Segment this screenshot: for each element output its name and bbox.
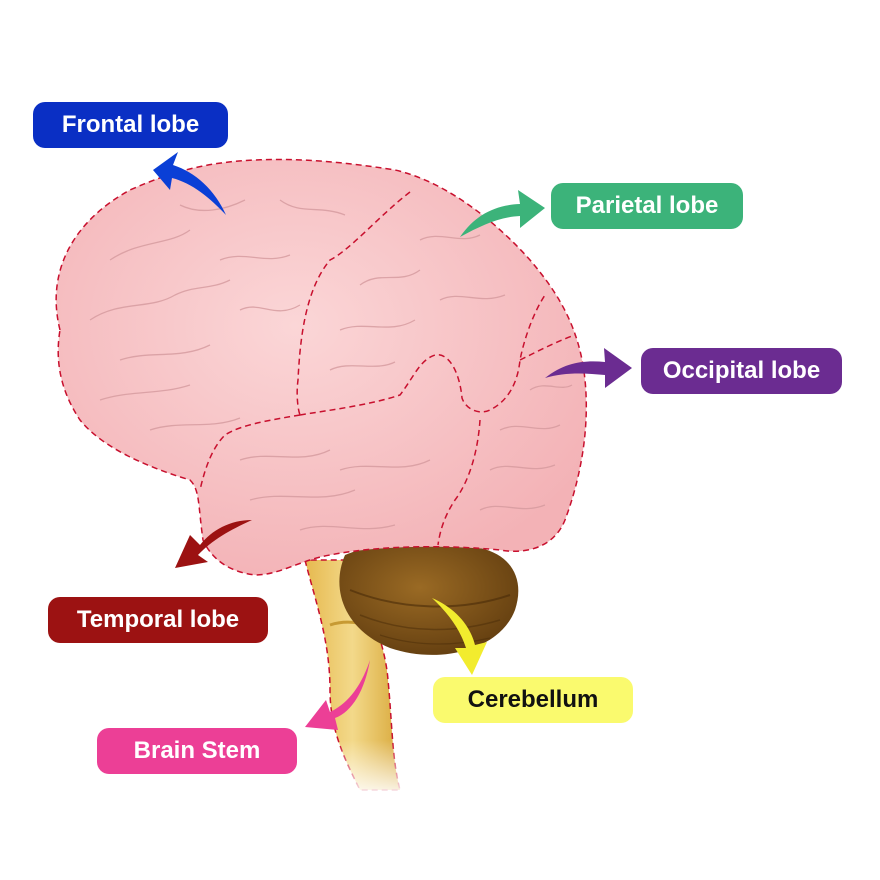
frontal-arrow — [153, 152, 226, 215]
parietal-lobe-label: Parietal lobe — [551, 183, 743, 229]
cerebrum — [55, 158, 588, 576]
cerebellum — [339, 542, 519, 655]
brain-stem-label: Brain Stem — [97, 728, 297, 774]
temporal-lobe-label: Temporal lobe — [48, 597, 268, 643]
frontal-lobe-label: Frontal lobe — [33, 102, 228, 148]
temporal-arrow — [175, 520, 252, 568]
occipital-lobe-label: Occipital lobe — [641, 348, 842, 394]
parietal-arrow — [460, 190, 545, 237]
occipital-arrow — [545, 348, 632, 388]
brain-stem — [304, 559, 420, 800]
cerebellum-arrow — [432, 598, 487, 675]
cerebellum-label: Cerebellum — [433, 677, 633, 723]
brain-stem-arrow — [305, 660, 370, 730]
